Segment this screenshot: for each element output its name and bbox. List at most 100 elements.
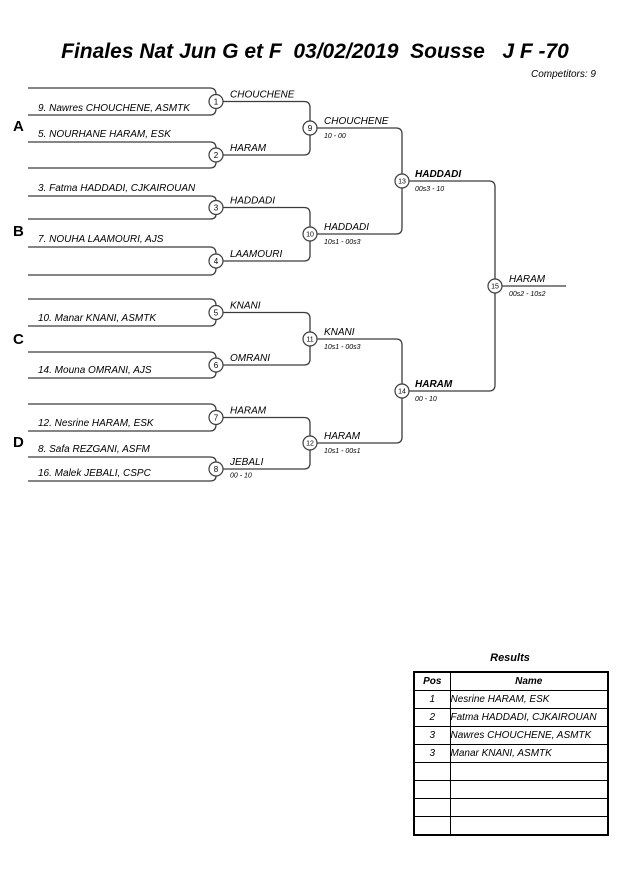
- section-label-c: C: [13, 331, 24, 348]
- match-winner-label: HARAM: [230, 143, 267, 154]
- results-row: 2 Fatma HADDADI, CJKAIROUAN: [413, 708, 609, 727]
- results-header-pos: Pos: [413, 671, 451, 691]
- match-circle: [208, 147, 224, 163]
- match-number: 14: [398, 389, 406, 396]
- result-pos: 1: [413, 690, 451, 709]
- match-winner-label: KNANI: [324, 327, 355, 338]
- results-row: [413, 762, 609, 781]
- match-circle: [208, 461, 224, 477]
- match-winner-label: HARAM: [324, 431, 361, 442]
- match-circle: [302, 331, 318, 347]
- match-winner-label: KNANI: [230, 301, 261, 312]
- page-title: Finales Nat Jun G et F 03/02/2019 Sousse…: [61, 40, 569, 63]
- competitor-name: 8. Safa REZGANI, ASFM: [38, 444, 151, 455]
- result-pos: 3: [413, 726, 451, 745]
- result-name: Nawres CHOUCHENE, ASMTK: [449, 726, 609, 745]
- match-number: 9: [308, 124, 313, 133]
- match-number: 13: [398, 179, 406, 186]
- result-name: Manar KNANI, ASMTK: [449, 744, 609, 763]
- results-row: [413, 780, 609, 799]
- section-label-b: B: [13, 223, 24, 240]
- match-circle: [208, 93, 224, 110]
- match-circle: [302, 435, 318, 451]
- result-pos: [413, 816, 451, 836]
- match-winner-label: HARAM: [230, 406, 267, 417]
- bracket-slot-lines: [28, 87, 217, 482]
- match-circle: [208, 199, 224, 216]
- match-score: 10s1 - 00s3: [324, 344, 361, 351]
- result-pos: [413, 780, 451, 799]
- match-circle: [208, 357, 224, 373]
- result-name: [449, 762, 609, 781]
- results-row: 1 Nesrine HARAM, ESK: [413, 690, 609, 709]
- competitor-name: 14. Mouna OMRANI, AJS: [38, 365, 152, 376]
- match-winner-label: JEBALI: [229, 457, 264, 468]
- match-number: 7: [214, 414, 219, 423]
- competitor-name: 5. NOURHANE HARAM, ESK: [38, 129, 172, 140]
- match-circle: [394, 173, 410, 189]
- competitor-name: 12. Nesrine HARAM, ESK: [38, 418, 155, 429]
- result-name: [449, 816, 609, 836]
- competitor-name: 3. Fatma HADDADI, CJKAIROUAN: [38, 183, 196, 194]
- match-number: 10: [306, 232, 314, 239]
- results-row: [413, 816, 609, 836]
- match-number: 15: [491, 284, 499, 291]
- match-number: 11: [306, 337, 313, 344]
- results-table: Pos Name 1 Nesrine HARAM, ESK 2 Fatma HA…: [413, 671, 609, 836]
- results-panel: Results Pos Name 1 Nesrine HARAM, ESK 2 …: [413, 652, 609, 836]
- match-circle: [208, 409, 224, 426]
- match-score: 10s1 - 00s3: [324, 239, 361, 246]
- match-winner-label: OMRANI: [230, 353, 270, 364]
- section-label-d: D: [13, 434, 24, 451]
- result-name: [449, 798, 609, 817]
- match-winner-label: CHOUCHENE: [324, 116, 389, 127]
- result-name: Fatma HADDADI, CJKAIROUAN: [449, 708, 609, 727]
- match-winner-label: HARAM: [509, 274, 546, 285]
- results-row: [413, 798, 609, 817]
- match-circle: [208, 304, 224, 321]
- match-number: 1: [214, 98, 219, 107]
- bracket-connector-lines: [223, 100, 496, 470]
- match-number: 5: [214, 309, 219, 318]
- match-winner-label: LAAMOURI: [230, 249, 282, 260]
- match-winner-label: HADDADI: [324, 222, 369, 233]
- results-row: 3 Nawres CHOUCHENE, ASMTK: [413, 726, 609, 745]
- match-number: 4: [214, 257, 219, 266]
- competitors-count: Competitors: 9: [530, 69, 596, 80]
- match-score: 10s1 - 00s1: [324, 448, 361, 455]
- match-score: 00s2 - 10s2: [509, 291, 546, 298]
- match-number: 6: [214, 361, 219, 370]
- result-pos: 2: [413, 708, 451, 727]
- competitor-name: 7. NOUHA LAAMOURI, AJS: [38, 234, 164, 245]
- match-winner-label: HADDADI: [230, 196, 275, 207]
- result-pos: [413, 762, 451, 781]
- match-circle: [394, 383, 410, 399]
- match-score: 00 - 10: [230, 473, 252, 480]
- match-number: 3: [214, 204, 219, 213]
- section-label-a: A: [13, 118, 24, 135]
- match-winner-label: HARAM: [415, 379, 453, 390]
- competitor-name: 16. Malek JEBALI, CSPC: [38, 468, 152, 479]
- result-name: [449, 780, 609, 799]
- competitor-name: 9. Nawres CHOUCHENE, ASMTK: [38, 103, 191, 114]
- match-number: 12: [306, 441, 314, 448]
- match-winner-label: HADDADI: [415, 169, 461, 180]
- match-circle: [487, 278, 503, 294]
- result-pos: [413, 798, 451, 817]
- results-header-name: Name: [449, 671, 609, 691]
- result-name: Nesrine HARAM, ESK: [449, 690, 609, 709]
- result-pos: 3: [413, 744, 451, 763]
- match-score: 10 - 00: [324, 133, 346, 140]
- match-circle: [302, 226, 318, 242]
- match-score: 00s3 - 10: [415, 186, 444, 193]
- competitor-name: 10. Manar KNANI, ASMTK: [38, 313, 157, 324]
- results-header-row: Pos Name: [413, 671, 609, 691]
- results-title: Results: [490, 652, 530, 664]
- match-number: 8: [214, 465, 219, 474]
- match-circle: [208, 253, 224, 269]
- results-row: 3 Manar KNANI, ASMTK: [413, 744, 609, 763]
- match-circle: [302, 120, 318, 136]
- bracket-diagram: A B C D 9. Nawres CHOUCHENE, ASMTK 5. NO…: [13, 87, 566, 482]
- match-score: 00 - 10: [415, 396, 437, 403]
